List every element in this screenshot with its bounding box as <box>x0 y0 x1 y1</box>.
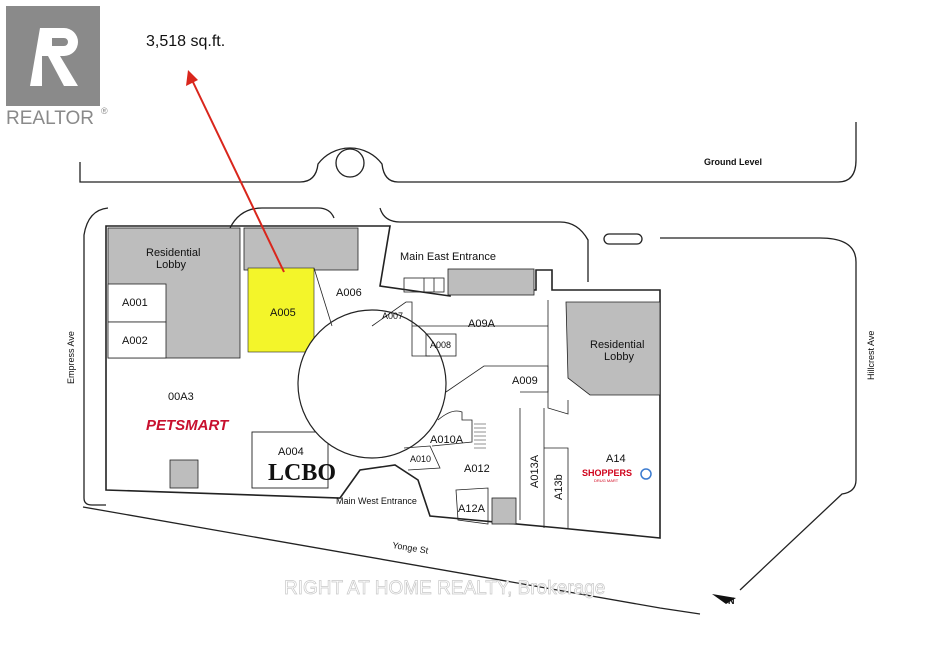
shoppers-logo-text: SHOPPERS <box>582 468 632 478</box>
north-arrow-letter: N <box>728 596 735 606</box>
shoppers-logo-subtext: DRUG MART <box>594 478 619 483</box>
residential-lobby-west-line1: Residential <box>146 247 200 259</box>
unit-a004-box <box>251 431 329 489</box>
realtor-r-glyph <box>30 28 78 86</box>
area-label: 3,518 sq.ft. <box>146 33 225 50</box>
shoppers-logo: SHOPPERS DRUG MART <box>582 468 652 483</box>
unit-a12a-label: A12A <box>458 503 486 515</box>
unit-a005-highlight <box>247 267 315 353</box>
building <box>105 225 661 539</box>
realtor-logo: REALTOR ® <box>6 6 108 129</box>
unit-a09a-label: A09A <box>468 318 496 330</box>
central-rotunda <box>297 309 447 459</box>
unit-a008-label: A008 <box>430 340 451 350</box>
arrow-line <box>191 79 285 273</box>
brokerage-watermark: RIGHT AT HOME REALTY, Brokerage <box>284 578 605 599</box>
stair-hatch <box>474 423 486 449</box>
residential-lobby-west-line2: Lobby <box>156 259 186 271</box>
realtor-logo-registered: ® <box>101 106 108 116</box>
unit-a010a-label: A010A <box>430 434 464 446</box>
unit-a010-label: A010 <box>410 454 431 464</box>
unit-a004-label: A004 <box>278 446 304 458</box>
unit-a14-label: A14 <box>606 453 626 465</box>
service-block-north <box>243 227 359 271</box>
main-west-entrance-label: Main West Entrance <box>336 496 417 506</box>
unit-a005-label: A005 <box>270 307 296 319</box>
site-outline <box>79 122 857 615</box>
hillcrest-ave-label: Hillcrest Ave <box>866 331 876 380</box>
unit-a007-label: A007 <box>382 311 403 321</box>
residential-lobby-east-line1: Residential <box>590 339 644 351</box>
lcbo-logo: LCBO <box>268 460 336 486</box>
unit-a009-label: A009 <box>512 375 538 387</box>
level-label: Ground Level <box>704 157 762 167</box>
main-east-entrance-label: Main East Entrance <box>400 251 496 263</box>
building-outline <box>105 225 661 539</box>
residential-lobby-east <box>565 301 661 396</box>
shoppers-emblem-icon <box>640 468 652 480</box>
unit-a002-box <box>107 321 167 359</box>
north-arrow-icon: N <box>712 594 736 606</box>
unit-a013a-label: A013A <box>529 454 541 488</box>
service-block-sw <box>169 459 199 489</box>
petsmart-logo: PETSMART <box>146 417 230 434</box>
unit-a012-label: A012 <box>464 463 490 475</box>
unit-a006-label: A006 <box>336 287 362 299</box>
highlight-arrow <box>186 70 285 273</box>
empress-ave-label: Empress Ave <box>66 331 76 384</box>
service-block-east <box>447 268 535 296</box>
north-arrow-head <box>712 594 736 604</box>
service-block-se <box>491 497 517 525</box>
unit-a002-label: A002 <box>122 335 148 347</box>
arrow-head <box>186 70 198 86</box>
unit-a001-label: A001 <box>122 297 148 309</box>
yonge-st-label: Yonge St <box>392 540 430 556</box>
partitions <box>313 267 569 528</box>
residential-lobby-east-line2: Lobby <box>604 351 634 363</box>
unit-00a3-label: 00A3 <box>168 391 194 403</box>
realtor-logo-text: REALTOR <box>6 108 94 129</box>
unit-a13b-label: A13b <box>553 474 565 500</box>
